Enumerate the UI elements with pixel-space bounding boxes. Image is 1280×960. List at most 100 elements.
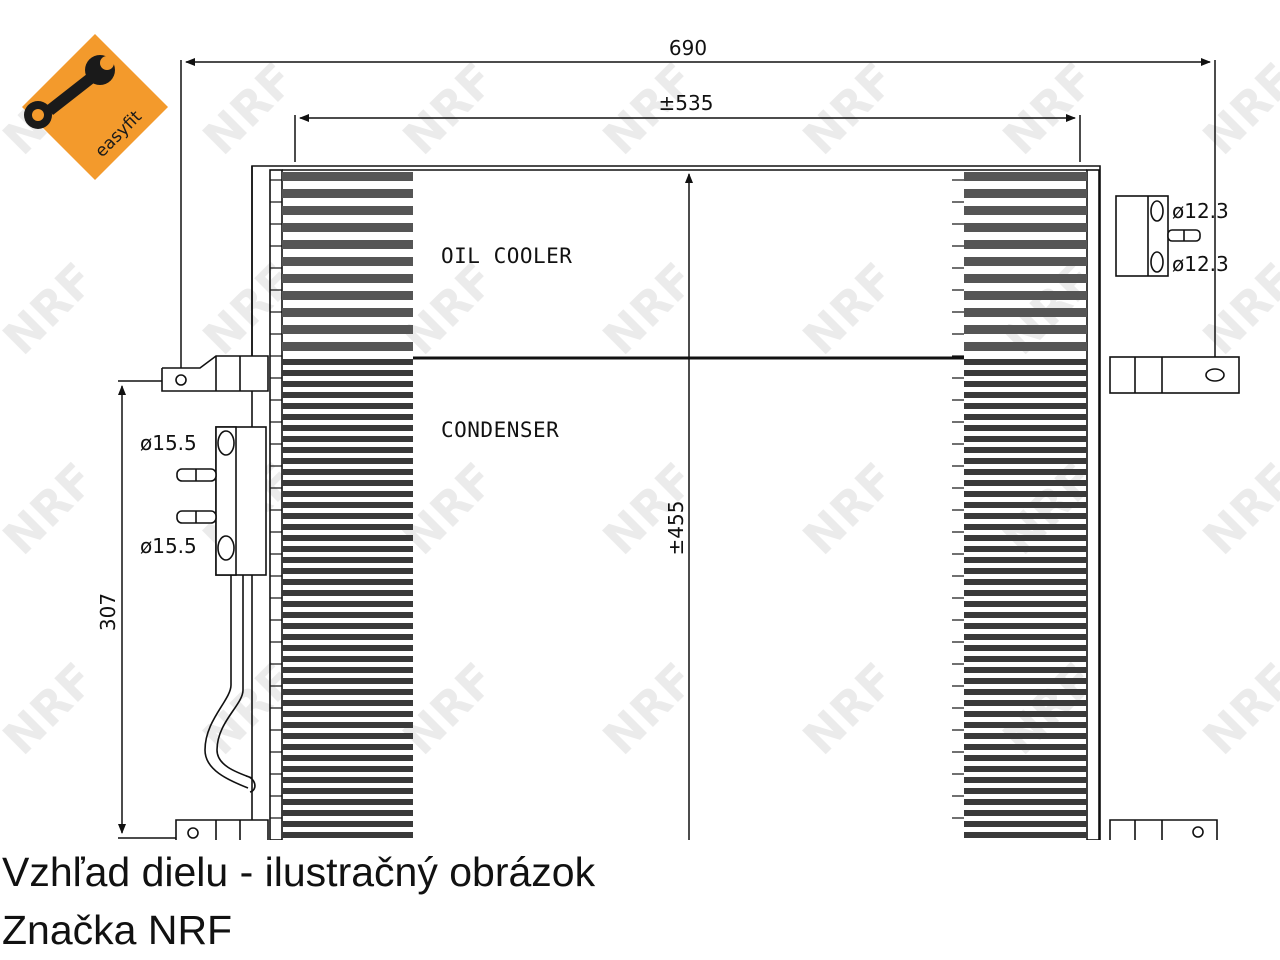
fin-row [282,535,413,541]
fin-row [964,325,1087,334]
nrf-watermark: NRF [1192,652,1280,765]
nrf-watermark: NRF [792,652,905,765]
core-height-label: ±455 [664,501,688,556]
easyfit-logo: easyfit [22,34,168,180]
left-upper-bracket [161,355,269,392]
easyfit-logo-badge [22,34,168,180]
fin-row [964,678,1087,684]
fin-row [964,342,1087,351]
fin-row [282,777,413,783]
fin-row [964,425,1087,431]
fin-row [964,524,1087,530]
mount-height-dimension [118,380,176,839]
fin-row [282,480,413,486]
inlet-diameter-upper-label: ø15.5 [140,431,197,455]
nrf-watermark: NRF [992,52,1105,165]
core-width-label: ±535 [659,91,714,115]
fin-row [964,535,1087,541]
fin-row [964,557,1087,563]
left-fin-core [270,172,413,838]
fin-row [282,436,413,442]
fin-row [282,601,413,607]
fin-row [964,634,1087,640]
fin-row [282,274,413,283]
fin-row [282,469,413,475]
oil-port-diameter-lower-label: ø12.3 [1172,252,1229,276]
fin-row [964,733,1087,739]
condenser-label: CONDENSER [441,418,559,442]
fin-row [282,223,413,232]
mount-height-label: 307 [96,593,120,631]
caption-brand: Značka NRF [2,907,233,953]
fin-row [282,722,413,728]
fin-row [964,240,1087,249]
nrf-watermark: NRF [592,252,705,365]
fin-row [282,755,413,761]
fin-row [964,381,1087,387]
fin-row [282,524,413,530]
fin-row [282,612,413,618]
fin-row [964,480,1087,486]
fin-row [282,414,413,420]
fin-row [964,392,1087,398]
fin-row [282,491,413,497]
fin-row [964,274,1087,283]
fin-row [964,810,1087,816]
fin-row [282,370,413,376]
fin-row [964,436,1087,442]
fin-row [282,291,413,300]
fin-row [282,634,413,640]
fin-row [964,722,1087,728]
fin-row [282,623,413,629]
fin-row [282,189,413,198]
fin-row [282,240,413,249]
fin-row [964,755,1087,761]
nrf-watermark: NRF [792,452,905,565]
nrf-watermark: NRF [1192,452,1280,565]
fin-row [282,568,413,574]
right-lower-bracket [1109,819,1218,840]
fin-row [282,799,413,805]
fin-row [282,257,413,266]
fin-row [282,513,413,519]
fin-row [964,502,1087,508]
fin-row [282,425,413,431]
fin-row [282,733,413,739]
wrench-icon [24,55,115,129]
fin-row [282,645,413,651]
fin-row [964,491,1087,497]
fin-row [964,291,1087,300]
fin-row [964,458,1087,464]
fin-row [964,403,1087,409]
inlet-diameter-lower-label: ø15.5 [140,534,197,558]
fin-row [282,172,413,181]
nrf-watermark: NRF [192,52,305,165]
oil-port-diameter-upper-label: ø12.3 [1172,199,1229,223]
fin-row [282,678,413,684]
fin-row [282,403,413,409]
nrf-watermark: NRF [592,652,705,765]
fin-row [964,623,1087,629]
fin-row [964,711,1087,717]
fin-row [282,810,413,816]
fin-row [282,502,413,508]
fin-row [964,359,1087,365]
fin-row [964,667,1087,673]
fin-row [282,342,413,351]
nrf-watermark: NRF [1192,52,1280,165]
fin-row [964,223,1087,232]
overall-width-label: 690 [669,36,707,60]
core-width-dimension [294,114,1081,162]
refrigerant-inlet-block [176,426,267,576]
fin-row [282,381,413,387]
fin-row [282,546,413,552]
fin-row [282,711,413,717]
caption-illustrative-note: Vzhľad dielu - ilustračný obrázok [2,849,596,895]
fin-row [964,744,1087,750]
fin-row [282,458,413,464]
fin-row [964,777,1087,783]
oil-cooler-port-block [1115,195,1201,277]
fin-row [964,601,1087,607]
fin-row [964,766,1087,772]
